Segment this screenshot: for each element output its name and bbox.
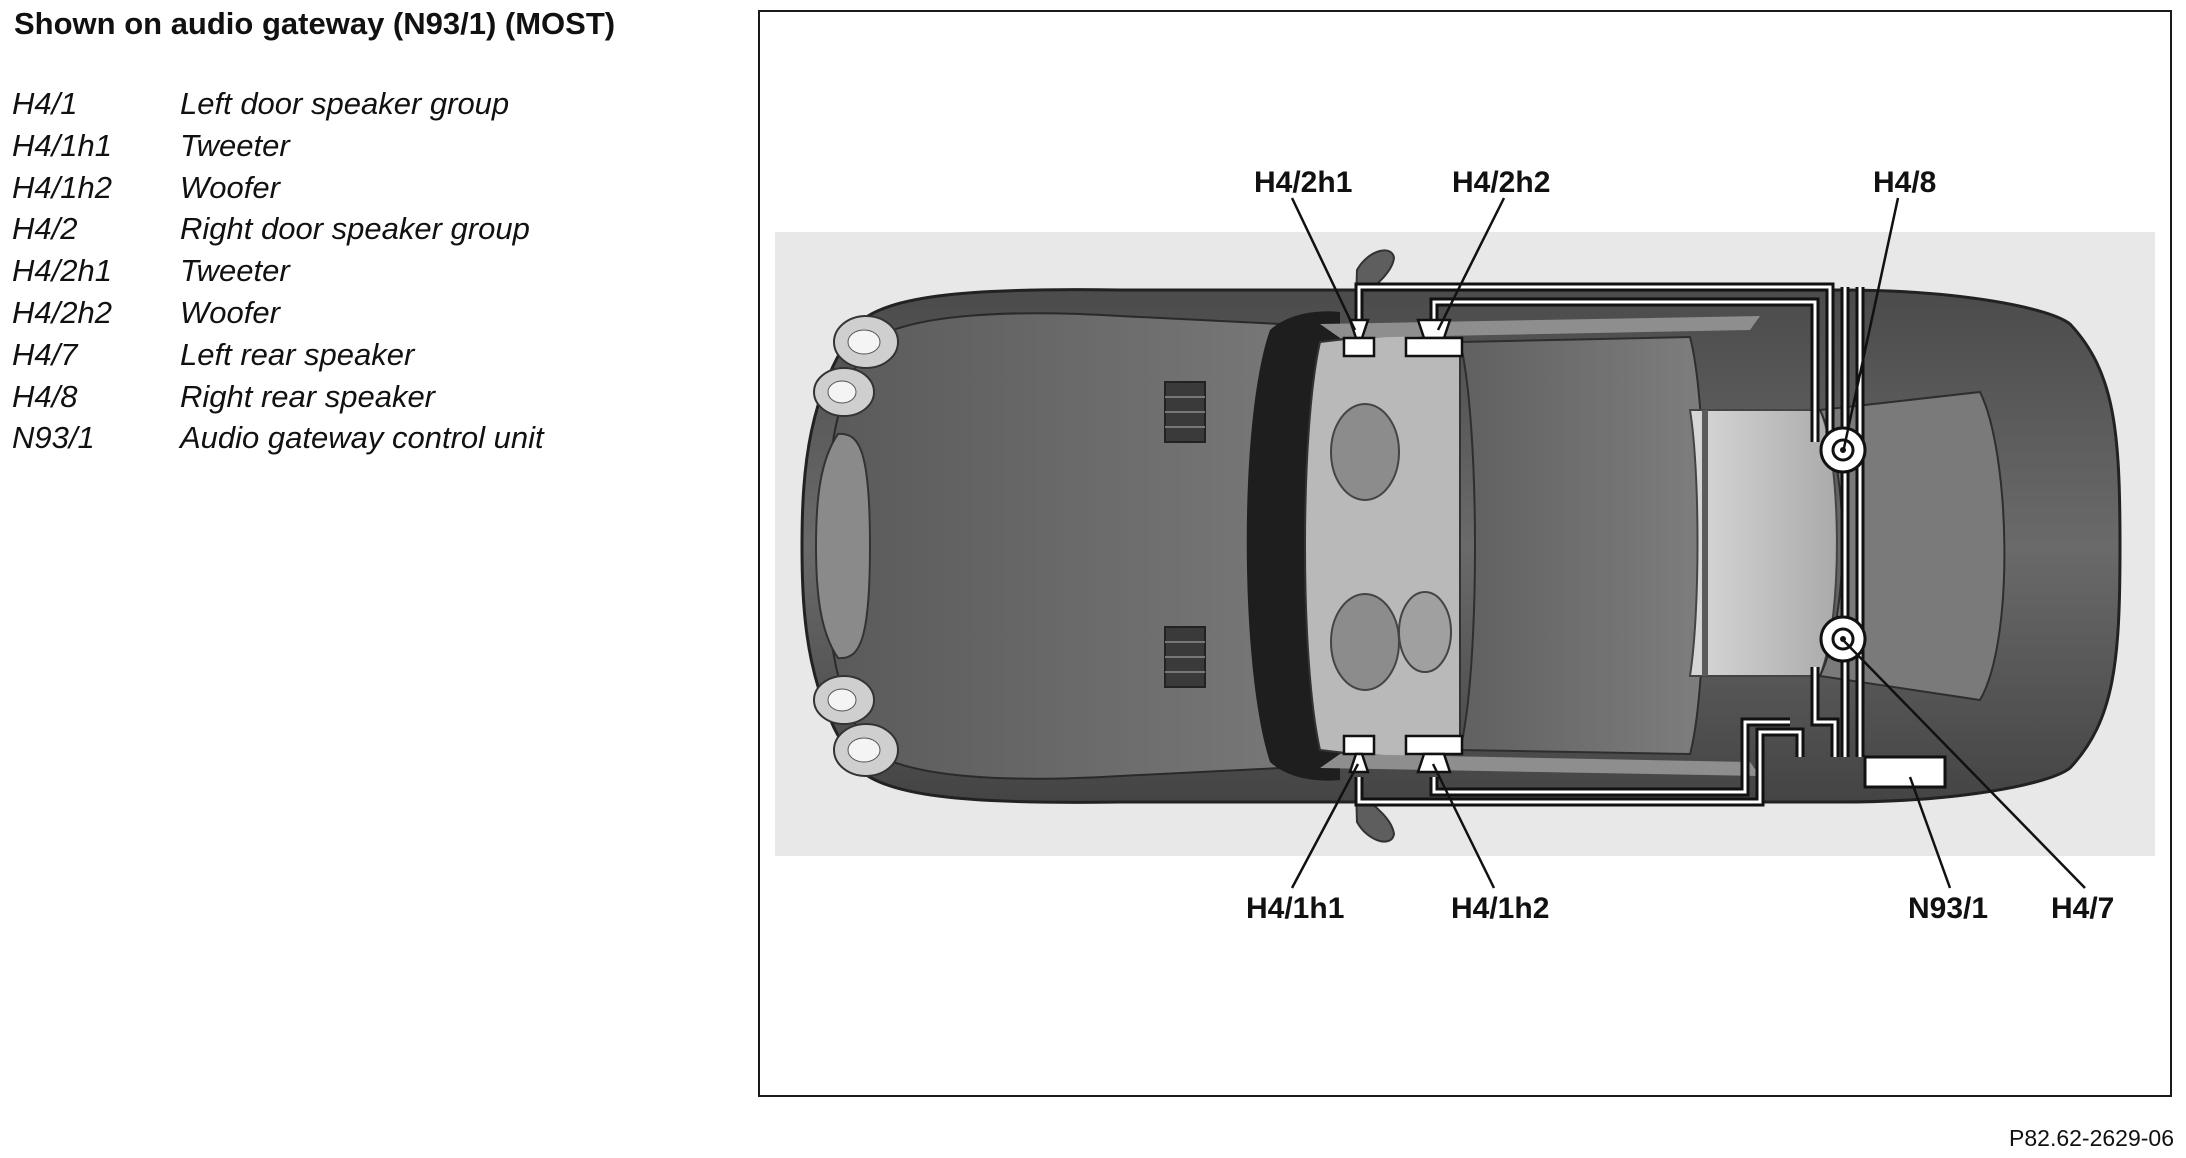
leader-lines [1290, 197, 2086, 889]
callout-h4-1h2: H4/1h2 [1451, 892, 1549, 925]
legend-code: H4/1h1 [12, 127, 112, 163]
hood [824, 312, 1282, 780]
legend-description: Left door speaker group [180, 86, 510, 121]
seat-right [1330, 403, 1400, 501]
legend-code: H4/1 [12, 86, 78, 121]
legend-row: H4/2h1 Tweeter [12, 253, 544, 295]
legend-row: H4/2 Right door speaker group [12, 211, 544, 253]
legend-code: H4/1h2 [12, 169, 112, 205]
legend-code: H4/8 [12, 378, 78, 414]
cabin-interior [1304, 334, 1461, 758]
legend-description: Woofer [180, 294, 280, 330]
grille [814, 432, 872, 660]
legend-row: H4/8 Right rear speaker [12, 379, 544, 421]
callout-h4-7: H4/7 [2051, 892, 2114, 925]
legend-row: H4/1 Left door speaker group [12, 86, 544, 128]
legend-code: H4/2h1 [12, 253, 112, 289]
legend-row: H4/7 Left rear speaker [12, 337, 544, 379]
legend-code: H4/7 [12, 336, 78, 372]
figure-reference-number: P82.62-2629-06 [2009, 1125, 2174, 1151]
seat-left [1330, 593, 1400, 691]
rear-window [1688, 409, 1838, 677]
legend-row: H4/1h2 Woofer [12, 170, 544, 212]
callout-h4-2h1: H4/2h1 [1254, 166, 1352, 199]
speaker-h4-2h1 [1342, 318, 1376, 358]
callout-h4-2h2: H4/2h2 [1452, 166, 1550, 199]
rear-pillar [1702, 410, 1708, 676]
legend-description: Left rear speaker [180, 336, 415, 372]
callout-n93-1: N93/1 [1908, 892, 1988, 925]
legend-description: Right rear speaker [180, 378, 436, 414]
steering-wheel [1398, 591, 1452, 673]
legend-row: H4/1h1 Tweeter [12, 128, 544, 170]
legend-description: Woofer [180, 169, 280, 205]
headlights [813, 315, 899, 777]
audio-gateway-unit [1863, 755, 1947, 789]
legend-code: N93/1 [12, 420, 95, 456]
page-title: Shown on audio gateway (N93/1) (MOST) [14, 6, 616, 41]
speaker-h4-1h1 [1342, 734, 1376, 774]
legend-description: Right door speaker group [180, 211, 530, 247]
roof [1458, 335, 1706, 756]
speaker-h4-8 [1819, 426, 1867, 474]
legend-description: Audio gateway control unit [180, 420, 544, 456]
legend-code: H4/2h2 [12, 294, 112, 330]
speaker-h4-2h2 [1404, 318, 1464, 358]
legend-description: Tweeter [180, 127, 290, 163]
vehicle-diagram-frame: H4/2h1 H4/2h2 H4/8 H4/1h1 H4/1h2 N93/1 H… [758, 10, 2172, 1097]
legend-row: N93/1 Audio gateway control unit [12, 420, 544, 462]
vehicle-diagram: H4/2h1 H4/2h2 H4/8 H4/1h1 H4/1h2 N93/1 H… [775, 166, 2155, 925]
legend-row: H4/2h2 Woofer [12, 295, 544, 337]
legend-code: H4/2 [12, 211, 78, 247]
hood-vents [1164, 381, 1206, 688]
most-wiring-harness [1354, 282, 1865, 807]
callout-h4-1h1: H4/1h1 [1246, 892, 1344, 925]
legend-description: Tweeter [180, 253, 290, 289]
callout-h4-8: H4/8 [1873, 166, 1936, 199]
speaker-h4-1h2 [1404, 734, 1464, 774]
